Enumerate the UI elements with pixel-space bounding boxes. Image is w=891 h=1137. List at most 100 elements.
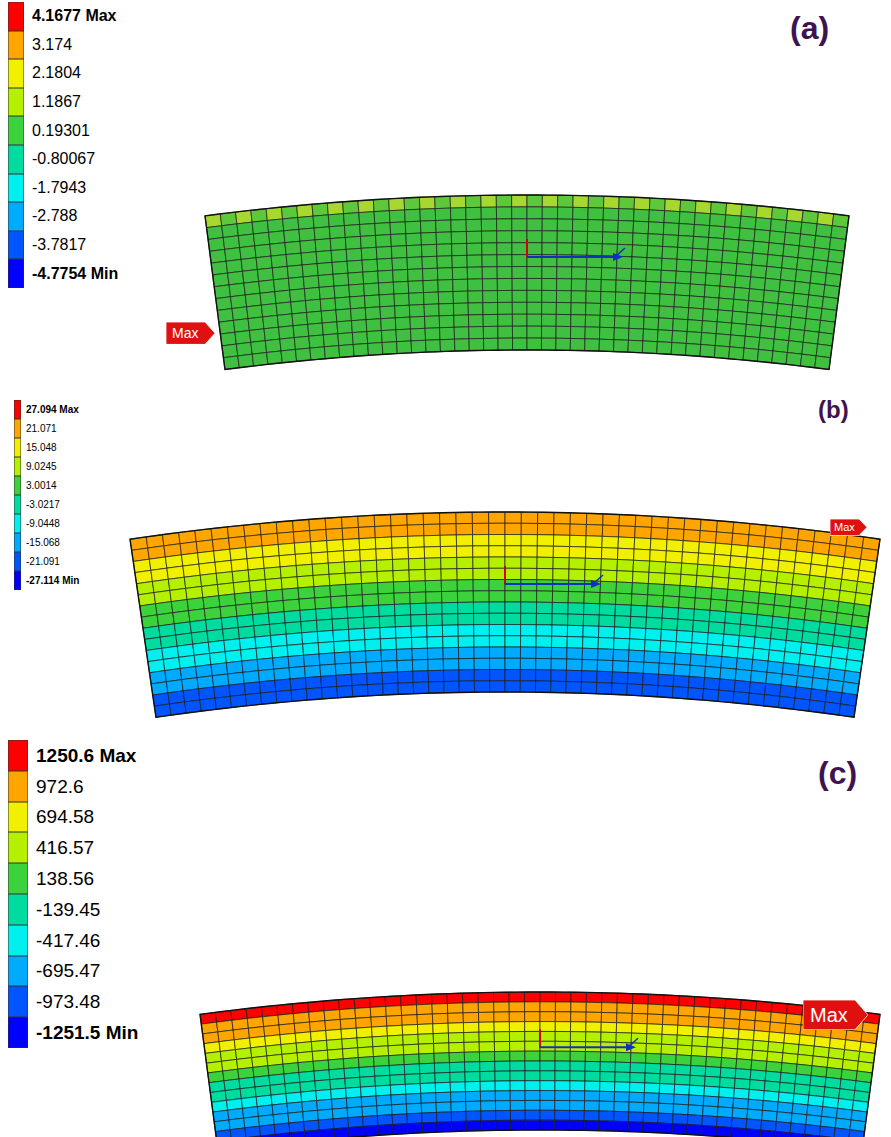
mesh-element <box>420 221 436 234</box>
mesh-element <box>391 514 408 526</box>
mesh-element <box>584 1101 599 1111</box>
mesh-element <box>283 1063 299 1074</box>
mesh-element <box>334 641 350 653</box>
mesh-element <box>279 326 295 339</box>
mesh-element <box>635 515 652 527</box>
mesh-element <box>714 346 729 359</box>
mesh-element <box>483 291 498 303</box>
axis-triad <box>540 1029 638 1051</box>
mesh-element <box>376 1095 391 1106</box>
mesh-element <box>628 340 643 353</box>
mesh-element <box>527 338 542 350</box>
mesh-element <box>368 343 383 356</box>
mesh-element <box>410 316 425 329</box>
mesh-element <box>555 992 571 1002</box>
mesh-element <box>372 1036 388 1047</box>
mesh-element <box>786 1014 802 1025</box>
mesh-element <box>729 347 744 360</box>
mesh-element <box>326 1029 342 1040</box>
mesh-element <box>288 655 304 668</box>
mesh-element <box>581 682 597 694</box>
mesh-element <box>293 531 310 543</box>
mesh-element <box>805 1125 821 1136</box>
mesh-element <box>348 617 364 629</box>
mesh-element <box>644 1103 659 1114</box>
mesh-element <box>535 681 550 692</box>
mesh-element <box>458 636 474 647</box>
mesh-element <box>316 608 333 620</box>
mesh-element <box>663 235 679 248</box>
mesh-element <box>241 648 258 661</box>
mesh-element <box>269 1074 285 1085</box>
mesh-element <box>768 650 785 663</box>
mesh-element <box>537 546 553 558</box>
mesh-element <box>706 655 722 668</box>
mesh-element <box>380 306 395 319</box>
mesh-element <box>555 1061 570 1071</box>
mesh-element <box>299 228 315 241</box>
mesh-element <box>643 1112 658 1123</box>
mesh-element <box>281 349 297 362</box>
legend-value: 0.19301 <box>32 123 90 139</box>
mesh-element <box>616 593 632 605</box>
mesh-element <box>602 1003 618 1013</box>
mesh-element <box>505 523 521 534</box>
mesh-element <box>443 647 459 659</box>
mesh-element <box>630 628 646 640</box>
mesh-element <box>660 641 676 653</box>
mesh-element <box>732 311 748 324</box>
mesh-element <box>349 284 365 297</box>
mesh-element <box>437 268 452 280</box>
mesh-element <box>555 1081 570 1091</box>
mesh-element <box>262 545 279 558</box>
mesh-element <box>568 614 584 626</box>
mesh-element <box>318 642 334 654</box>
mesh-element <box>263 556 280 569</box>
mesh-element <box>525 1071 540 1081</box>
mesh-element <box>346 595 362 607</box>
mesh-element <box>511 1120 526 1130</box>
mesh-element <box>265 578 282 591</box>
mesh-element <box>312 1050 328 1061</box>
mesh-element <box>378 282 393 295</box>
mesh-element <box>449 1062 464 1072</box>
mesh-element <box>536 613 552 624</box>
mesh-element <box>360 235 376 248</box>
mesh-element <box>482 279 497 291</box>
mesh-element <box>569 569 585 581</box>
mesh-element <box>537 568 553 580</box>
mesh-element <box>599 1101 614 1111</box>
mesh-element <box>309 335 325 348</box>
mesh-element <box>704 678 720 691</box>
mesh-element <box>647 1024 663 1035</box>
mesh-element <box>403 1044 419 1055</box>
mesh-element <box>448 1013 464 1023</box>
mesh-element <box>334 1128 349 1137</box>
mesh-element <box>586 525 603 537</box>
mesh-element <box>769 639 786 652</box>
mesh-element <box>396 329 411 342</box>
mesh-element <box>715 543 732 556</box>
mesh-element <box>765 683 781 696</box>
mesh-element <box>700 519 717 532</box>
mesh-element <box>557 207 572 219</box>
mesh-element <box>758 592 775 605</box>
mesh-element <box>673 675 689 687</box>
mesh-element <box>525 1012 540 1022</box>
mesh-element <box>326 528 343 540</box>
mesh-element <box>586 267 601 279</box>
mesh-element <box>451 1111 466 1121</box>
mesh-element <box>474 647 490 658</box>
mesh-element <box>426 603 442 615</box>
legend-swatch <box>8 2 24 31</box>
mesh-element <box>744 336 760 349</box>
mesh-element <box>207 629 224 642</box>
mesh-element <box>807 295 823 309</box>
mesh-element <box>570 1081 585 1091</box>
mesh-element <box>796 676 813 689</box>
mesh-element <box>749 1080 765 1091</box>
mesh-element <box>489 535 505 546</box>
mesh-element <box>629 1092 644 1102</box>
mesh-element <box>617 559 634 571</box>
mesh-element <box>676 630 692 642</box>
